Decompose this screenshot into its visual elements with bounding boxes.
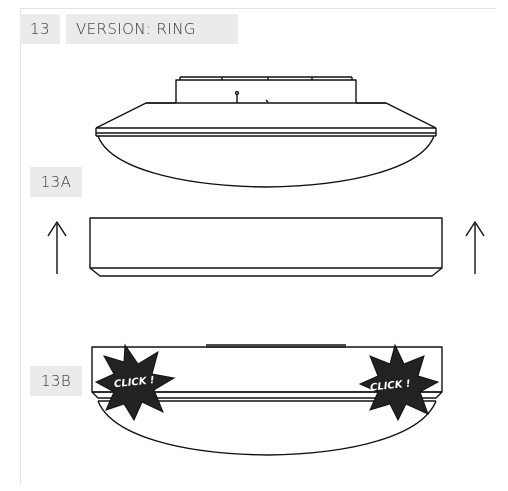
click-burst-left-icon (94, 343, 176, 422)
step-13b-label: 13B (30, 366, 82, 396)
click-callout-left: CLICK ! (114, 375, 155, 390)
ring-component (89, 217, 443, 277)
frame-left-line (20, 8, 21, 484)
arrow-up-left-icon (47, 221, 67, 274)
step-number: 13 (20, 14, 60, 44)
step-13a-label: 13A (30, 167, 82, 197)
click-callout-right: CLICK ! (370, 379, 411, 394)
step-title: VERSION: RING (66, 14, 238, 44)
frame-top-line (20, 8, 496, 9)
fixture-base-top (95, 76, 437, 188)
arrow-up-right-icon (465, 221, 485, 274)
click-burst-right-icon (358, 343, 440, 422)
